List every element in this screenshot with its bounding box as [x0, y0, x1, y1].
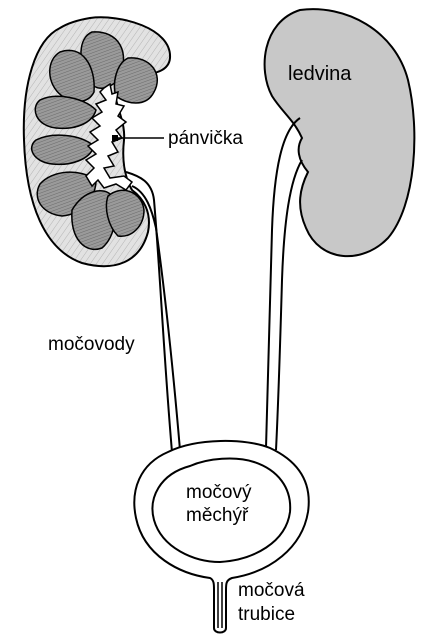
bladder-label-line2: měchýř — [186, 505, 249, 526]
urethra-label-line1: močová — [238, 580, 305, 601]
pelvis-marker — [112, 135, 118, 141]
pyramid-2 — [115, 58, 158, 103]
right-ureter-inner — [276, 160, 302, 450]
right-ureter-outer — [266, 118, 300, 448]
left-kidney-section — [24, 17, 170, 266]
renal-pelvis-label: pánvička — [168, 128, 243, 149]
urethra-label-line2: trubice — [238, 604, 295, 625]
bladder-label-line1: močový — [186, 482, 252, 503]
ureters — [126, 118, 302, 452]
kidney-label: ledvina — [288, 63, 352, 85]
ureters-label: močovody — [48, 334, 135, 355]
